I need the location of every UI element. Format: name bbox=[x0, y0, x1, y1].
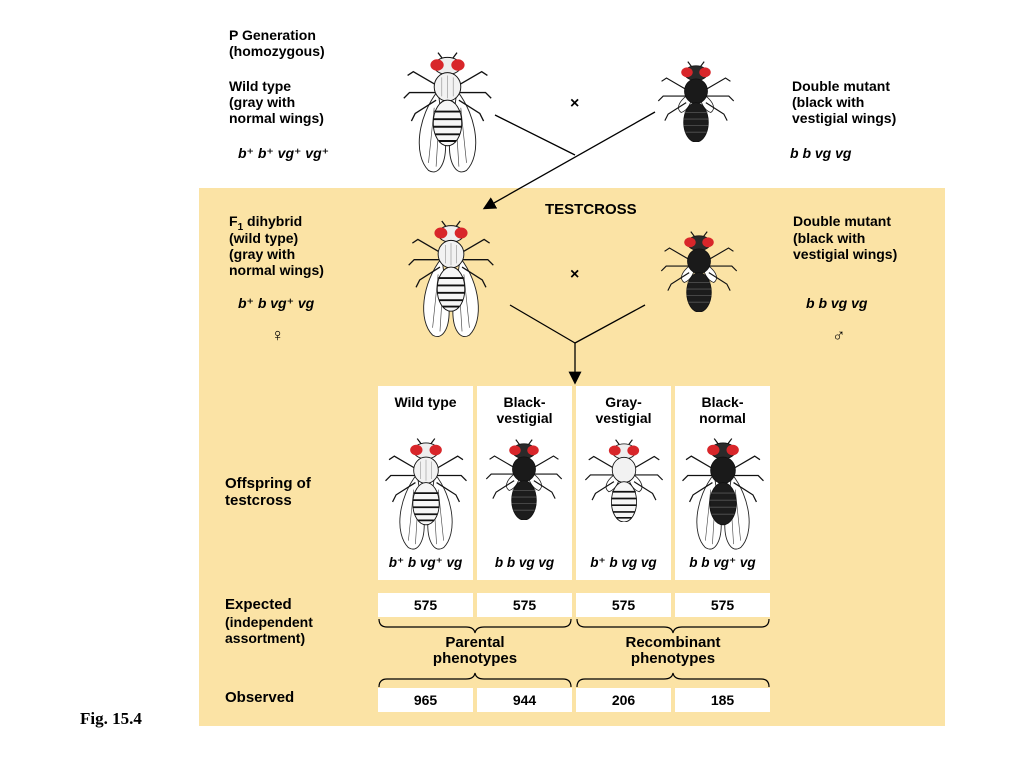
offspring-column-wild-type: Wild type b⁺ b vg⁺ vg bbox=[378, 386, 473, 580]
p-left-desc-2: (gray with bbox=[229, 94, 296, 110]
p-generation-subtitle: (homozygous) bbox=[229, 43, 325, 59]
expected-sublabel-2: assortment) bbox=[225, 630, 306, 646]
tc-right-desc-3: vestigial wings) bbox=[793, 246, 898, 262]
offspring-column-black-vestigial: Black-vestigial b b vg vg bbox=[477, 386, 572, 580]
p-right-genotype: b b vg vg bbox=[790, 145, 852, 161]
column-head: Gray-vestigial bbox=[595, 394, 652, 426]
observed-value-black-normal: 185 bbox=[675, 688, 770, 712]
expected-sublabel-1: (independent bbox=[225, 614, 313, 630]
observed-value-gray-vestigial: 206 bbox=[576, 688, 671, 712]
tc-right-genotype: b b vg vg bbox=[806, 295, 868, 311]
testcross-cross-symbol: × bbox=[570, 266, 580, 283]
expected-value-black-normal: 575 bbox=[675, 593, 770, 617]
p-left-desc-1: Wild type bbox=[229, 78, 292, 94]
f1-desc-2: (gray with bbox=[229, 246, 296, 262]
figure-label: Fig. 15.4 bbox=[80, 709, 142, 728]
expected-value-gray-vestigial: 575 bbox=[576, 593, 671, 617]
offspring-column-gray-vestigial: Gray-vestigial b⁺ b vg vg bbox=[576, 386, 671, 580]
male-symbol: ♂ bbox=[832, 325, 846, 345]
expected-label: Expected bbox=[225, 596, 292, 613]
f1-genotype: b⁺ b vg⁺ vg bbox=[238, 295, 315, 311]
column-genotype: b b vg⁺ vg bbox=[689, 555, 756, 570]
offspring-label-1: Offspring of bbox=[225, 475, 311, 492]
testcross-title: TESTCROSS bbox=[545, 201, 637, 218]
column-head: Black-vestigial bbox=[496, 394, 553, 426]
testcross-panel bbox=[199, 188, 945, 726]
expected-value-wild-type: 575 bbox=[378, 593, 473, 617]
p-right-desc-2: (black with bbox=[792, 94, 865, 110]
observed-value-wild-type: 965 bbox=[378, 688, 473, 712]
column-genotype: b⁺ b vg vg bbox=[590, 555, 657, 570]
tc-right-desc-1: Double mutant bbox=[793, 213, 891, 229]
p-generation-title: P Generation bbox=[229, 27, 316, 43]
f1-desc-1: (wild type) bbox=[229, 230, 299, 246]
expected-value-black-vestigial: 575 bbox=[477, 593, 572, 617]
p-cross-symbol: × bbox=[570, 95, 580, 112]
p-right-desc-3: vestigial wings) bbox=[792, 110, 897, 126]
column-genotype: b⁺ b vg⁺ vg bbox=[388, 555, 463, 570]
observed-label: Observed bbox=[225, 689, 295, 706]
tc-right-desc-2: (black with bbox=[793, 230, 866, 246]
f1-desc-3: normal wings) bbox=[229, 262, 324, 278]
observed-value-black-vestigial: 944 bbox=[477, 688, 572, 712]
column-genotype: b b vg vg bbox=[494, 555, 555, 570]
p-right-desc-1: Double mutant bbox=[792, 78, 890, 94]
offspring-label-2: testcross bbox=[225, 492, 292, 509]
female-symbol: ♀ bbox=[271, 325, 285, 345]
f1-title: F1 dihybrid bbox=[229, 213, 303, 233]
p-left-desc-3: normal wings) bbox=[229, 110, 324, 126]
offspring-column-black-normal: Black-normal b b vg⁺ vg bbox=[675, 386, 770, 580]
column-head: Wild type bbox=[394, 394, 457, 410]
p-left-genotype: b⁺ b⁺ vg⁺ vg⁺ bbox=[238, 145, 330, 161]
column-head: Black-normal bbox=[699, 394, 746, 426]
